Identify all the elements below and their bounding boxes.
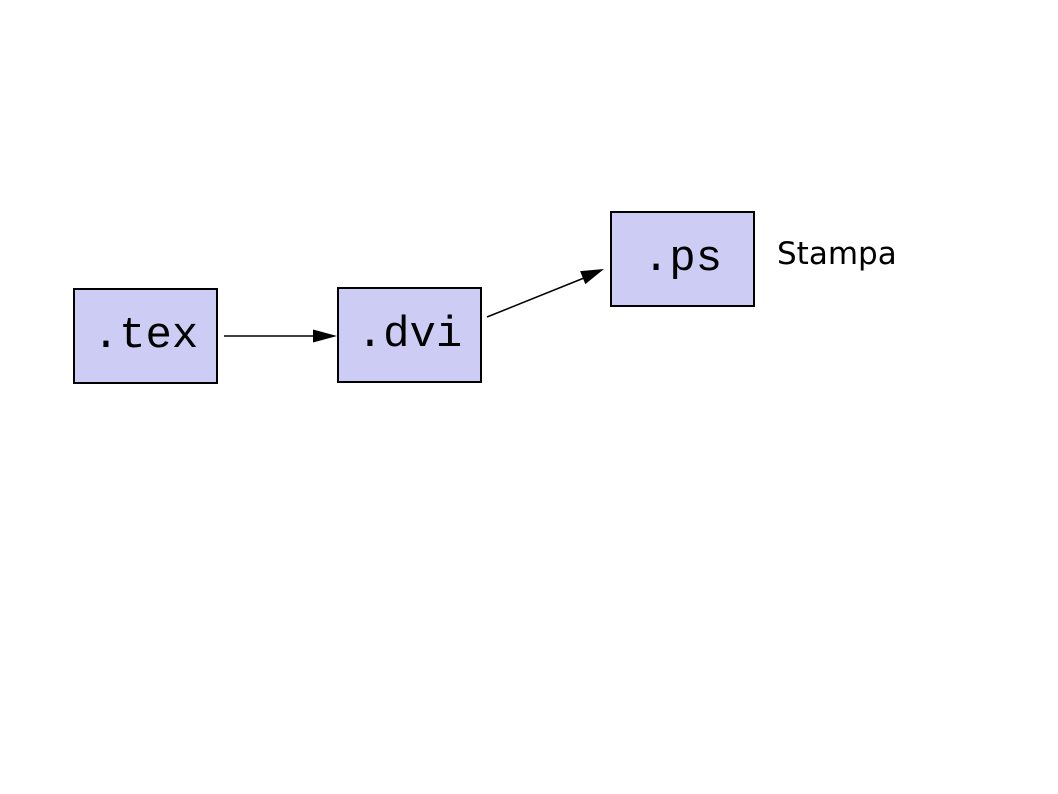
node-dvi: .dvi	[337, 287, 482, 383]
arrow-tex-to-dvi-head	[313, 329, 337, 343]
stampa-label: Stampa	[777, 236, 897, 272]
node-ps: .ps	[610, 211, 755, 307]
node-ps-label: .ps	[642, 234, 723, 284]
arrow-dvi-to-ps-line	[486, 277, 585, 318]
node-dvi-label: .dvi	[356, 310, 463, 360]
arrow-dvi-to-ps-head	[580, 269, 604, 285]
node-tex-label: .tex	[92, 311, 199, 361]
node-tex: .tex	[73, 288, 218, 384]
